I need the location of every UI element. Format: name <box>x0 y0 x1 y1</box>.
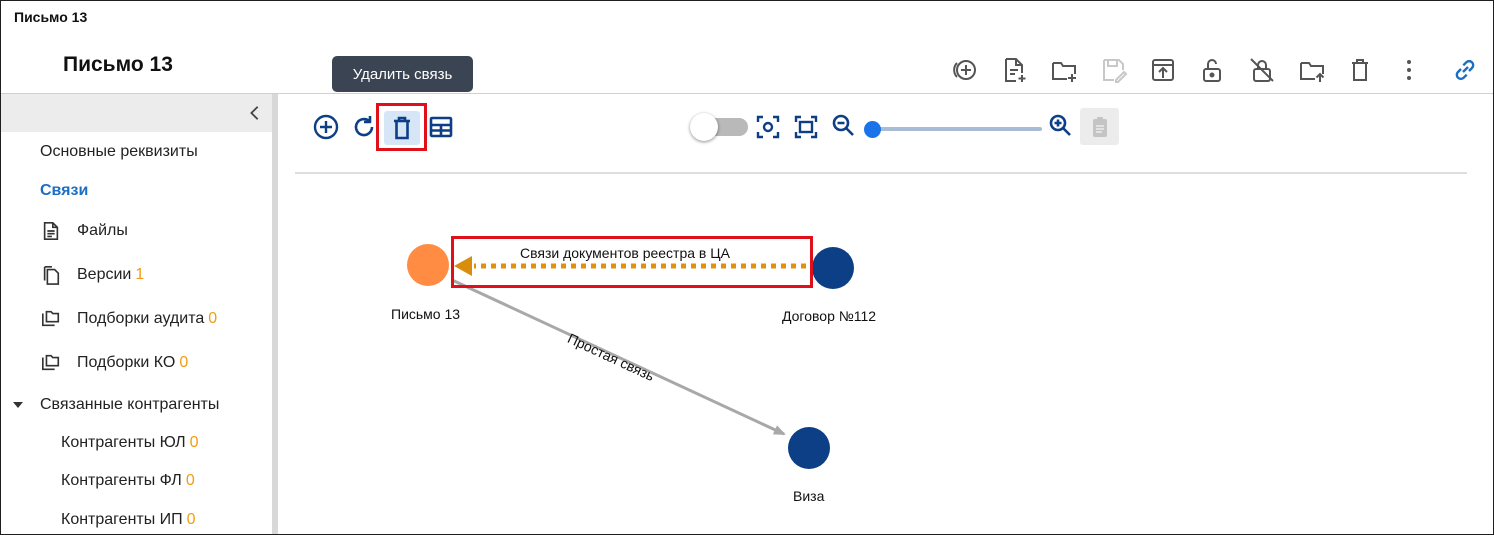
delete-icon <box>394 116 410 140</box>
sidebar-item-main-requisites[interactable]: Основные реквизиты <box>40 143 198 161</box>
zoom-out-icon <box>832 114 854 136</box>
caret-down-icon <box>12 399 28 411</box>
more-vertical-icon[interactable] <box>1393 54 1425 86</box>
ko-sets-count: 0 <box>179 354 189 371</box>
lock-off-icon[interactable] <box>1246 54 1278 86</box>
sidebar-item-label: Файлы <box>77 222 128 239</box>
file-icon <box>40 220 62 242</box>
counterparties-fl-count: 0 <box>185 472 195 489</box>
zoom-in-icon <box>1049 114 1071 136</box>
versions-count: 1 <box>135 266 145 283</box>
clipboard-icon <box>1092 116 1107 137</box>
zoom-slider-track[interactable] <box>872 127 1042 131</box>
node-label-letter: Письмо 13 <box>391 306 461 322</box>
node-label-contract: Договор №112 <box>782 308 877 324</box>
counterparties-ip-count: 0 <box>186 511 196 528</box>
zoom-slider-thumb[interactable] <box>864 121 881 138</box>
sidebar-item-label: Контрагенты ИП <box>61 511 183 528</box>
folder-upload-icon[interactable] <box>1296 54 1328 86</box>
unlock-icon[interactable] <box>1196 54 1228 86</box>
clipboard-button <box>1080 108 1119 145</box>
zoom-in-button[interactable] <box>1046 111 1076 141</box>
sidebar-item-counterparties-ul[interactable]: Контрагенты ЮЛ 0 <box>61 434 199 452</box>
collapse-sidebar-button[interactable] <box>244 102 266 124</box>
sidebar-item-label: Подборки КО <box>77 354 176 371</box>
focus-icon <box>756 115 780 139</box>
file-add-icon[interactable] <box>998 54 1030 86</box>
sidebar-scrollbar[interactable] <box>272 94 278 534</box>
header-divider <box>1 93 1493 94</box>
sidebar-item-label: Контрагенты ФЛ <box>61 472 182 489</box>
delete-link-button[interactable] <box>387 113 417 143</box>
sidebar-item-counterparties-ip[interactable]: Контрагенты ИП 0 <box>61 511 196 529</box>
delete-button-bg <box>384 111 420 145</box>
window-title: Письмо 13 <box>14 9 88 25</box>
table-view-button[interactable] <box>426 112 456 142</box>
node-contract[interactable] <box>812 247 854 289</box>
node-visa[interactable] <box>788 427 830 469</box>
edge-highlight-box <box>451 236 813 288</box>
node-letter[interactable] <box>407 244 449 286</box>
refresh-button[interactable] <box>349 112 379 142</box>
save-edit-icon <box>1098 54 1130 86</box>
content-divider <box>295 172 1467 174</box>
counterparties-ul-count: 0 <box>189 434 199 451</box>
sidebar-item-ko-sets[interactable]: Подборки КО 0 <box>40 352 188 374</box>
add-circle-icon <box>313 114 339 140</box>
delete-icon[interactable] <box>1344 54 1376 86</box>
tooltip: Удалить связь <box>332 56 473 92</box>
sidebar-item-related-counterparties[interactable]: Связанные контрагенты <box>12 396 219 414</box>
add-link-button[interactable] <box>311 112 341 142</box>
table-icon <box>429 116 453 138</box>
node-label-visa: Виза <box>793 488 825 504</box>
edge-registry-arrowhead <box>454 256 472 276</box>
sidebar-item-audit-sets[interactable]: Подборки аудита 0 <box>40 308 217 330</box>
sidebar-item-label: Версии <box>77 266 132 283</box>
delete-highlight-box <box>376 103 427 151</box>
folder-copy-icon <box>40 308 62 330</box>
sidebar-item-links[interactable]: Связи <box>40 182 88 200</box>
audit-sets-count: 0 <box>208 310 218 327</box>
folder-copy-icon <box>40 352 62 374</box>
page-title: Письмо 13 <box>63 53 173 76</box>
focus-button[interactable] <box>753 112 783 142</box>
upload-box-icon[interactable] <box>1147 54 1179 86</box>
add-circle-icon[interactable] <box>948 54 980 86</box>
chevron-left-icon <box>250 106 259 120</box>
fit-screen-button[interactable] <box>791 112 821 142</box>
sidebar-item-label: Связи <box>40 182 89 199</box>
sidebar-item-versions[interactable]: Версии 1 <box>40 264 144 286</box>
sidebar-header <box>1 94 272 132</box>
refresh-icon <box>354 116 374 137</box>
zoom-out-button[interactable] <box>829 111 859 141</box>
sidebar-item-counterparties-fl[interactable]: Контрагенты ФЛ 0 <box>61 472 195 490</box>
versions-icon <box>40 264 62 286</box>
sidebar <box>1 94 272 534</box>
sidebar-item-label: Связанные контрагенты <box>40 396 220 413</box>
sidebar-item-label: Подборки аудита <box>77 310 205 327</box>
edge-label-registry: Связи документов реестра в ЦА <box>520 245 730 261</box>
sidebar-item-label: Основные реквизиты <box>40 143 198 160</box>
link-icon[interactable] <box>1449 54 1481 86</box>
folder-add-icon[interactable] <box>1048 54 1080 86</box>
sidebar-item-label: Контрагенты ЮЛ <box>61 434 186 451</box>
edge-simple[interactable] <box>451 278 786 436</box>
fit-screen-icon <box>794 115 818 139</box>
view-toggle-knob[interactable] <box>690 113 718 141</box>
sidebar-item-files[interactable]: Файлы <box>40 220 128 242</box>
